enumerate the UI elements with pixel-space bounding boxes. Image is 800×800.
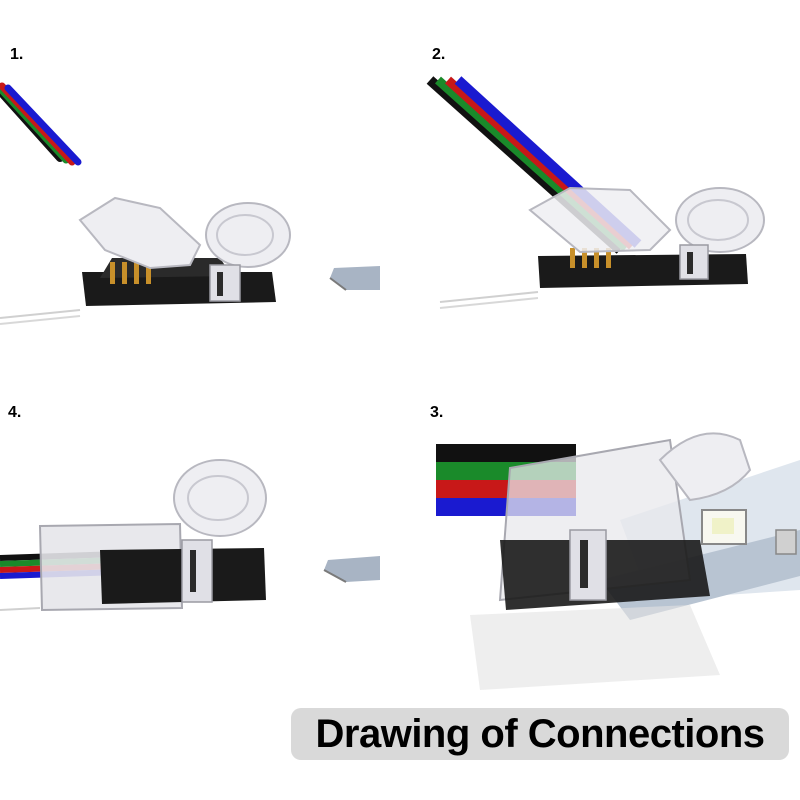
step-3-drawing [436, 432, 800, 690]
step-1-drawing [0, 82, 380, 325]
rgb-ribbon-cable [0, 82, 82, 166]
step-number: 4. [8, 404, 22, 421]
step-number: 2. [432, 46, 446, 63]
strip-connector [498, 432, 752, 610]
strip-connector [78, 196, 291, 306]
step-3-panel: 3. [420, 400, 800, 720]
step-number: 3. [430, 404, 444, 421]
strip-connector [38, 459, 267, 612]
step-4-drawing [0, 459, 380, 612]
led-strip [329, 266, 380, 291]
smd-led-chip [701, 509, 747, 545]
step-1-panel: 1. [0, 40, 380, 360]
strip-connector [528, 186, 765, 288]
caption-title: Drawing of Connections [315, 711, 766, 756]
led-strip [323, 556, 380, 583]
step-2-panel: 2. [420, 40, 800, 360]
step-2-drawing [426, 76, 765, 309]
step-4-panel: 4. [0, 400, 380, 720]
step-number: 1. [10, 46, 24, 63]
caption-box: Drawing of Connections [291, 708, 789, 760]
